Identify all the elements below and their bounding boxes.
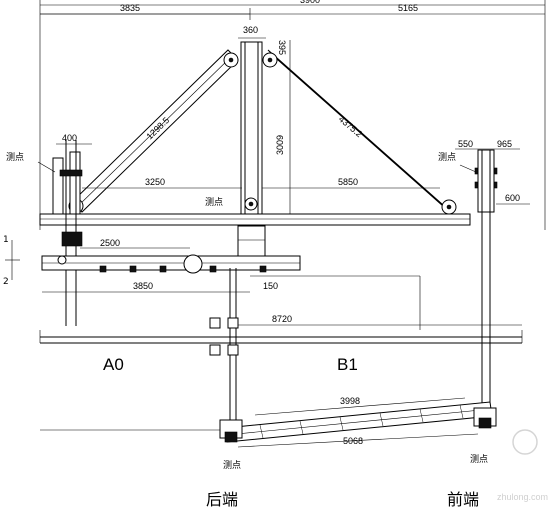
segment-band: A0 B1 <box>39 330 523 431</box>
left-anchor-assembly: 400 测点 <box>6 133 92 326</box>
measure-point-rear: 测点 <box>223 460 241 471</box>
dim-top-total: 3900 <box>300 0 320 5</box>
section-label-2: 2 <box>3 277 9 287</box>
dim-right-top-a: 550 <box>458 139 473 149</box>
dim-top-right: 5165 <box>398 3 418 13</box>
top-dimension-chain: 3835 5165 3900 <box>40 0 418 20</box>
dim-lower-span: 3850 <box>133 281 153 291</box>
right-front-hanger: 550 965 600 测点 <box>438 139 530 415</box>
dim-right-top-b: 965 <box>497 139 512 149</box>
watermark: zhulong.com <box>497 429 548 502</box>
dim-left-anchor: 400 <box>62 133 77 143</box>
dim-post-height: 3009 <box>275 135 285 155</box>
dim-lower-small: 150 <box>263 281 278 291</box>
dim-right-small: 600 <box>505 193 520 203</box>
dim-beam-span: 8720 <box>272 314 292 324</box>
section-marker: 1 2 <box>3 235 20 287</box>
front-end-caption: 前端 <box>447 490 479 509</box>
lower-dimensions: 3850 150 8720 <box>42 275 522 330</box>
dim-right-span: 5850 <box>338 177 358 187</box>
drawing-frame <box>39 0 546 230</box>
segment-b1-label: B1 <box>337 355 358 374</box>
rear-end-caption: 后端 <box>206 490 238 509</box>
dim-form-lower: 5068 <box>343 436 363 446</box>
truss-bottom-chord: 3250 5850 <box>39 177 471 226</box>
central-post: 360 395 3009 <box>237 25 296 257</box>
measure-point-left: 测点 <box>6 152 24 163</box>
dim-post-width: 360 <box>243 25 258 35</box>
suspension-rods <box>209 268 239 420</box>
lower-beam: 2500 <box>41 238 301 274</box>
dim-lower-left: 2500 <box>100 238 120 248</box>
dim-form-upper: 3998 <box>340 396 360 406</box>
bottom-form-platform: 3998 5068 <box>219 396 497 448</box>
segment-a0-label: A0 <box>103 355 124 374</box>
measure-point-front: 测点 <box>470 454 488 465</box>
dim-left-span: 3250 <box>145 177 165 187</box>
measure-point-right: 测点 <box>438 152 456 163</box>
dim-right-diagonal: 4375.2 <box>337 114 365 139</box>
dim-top-left: 3835 <box>120 3 140 13</box>
section-label-1: 1 <box>3 235 9 245</box>
measure-point-center: 测点 <box>205 197 223 208</box>
watermark-text: zhulong.com <box>497 492 548 502</box>
dim-post-side: 395 <box>277 40 287 55</box>
